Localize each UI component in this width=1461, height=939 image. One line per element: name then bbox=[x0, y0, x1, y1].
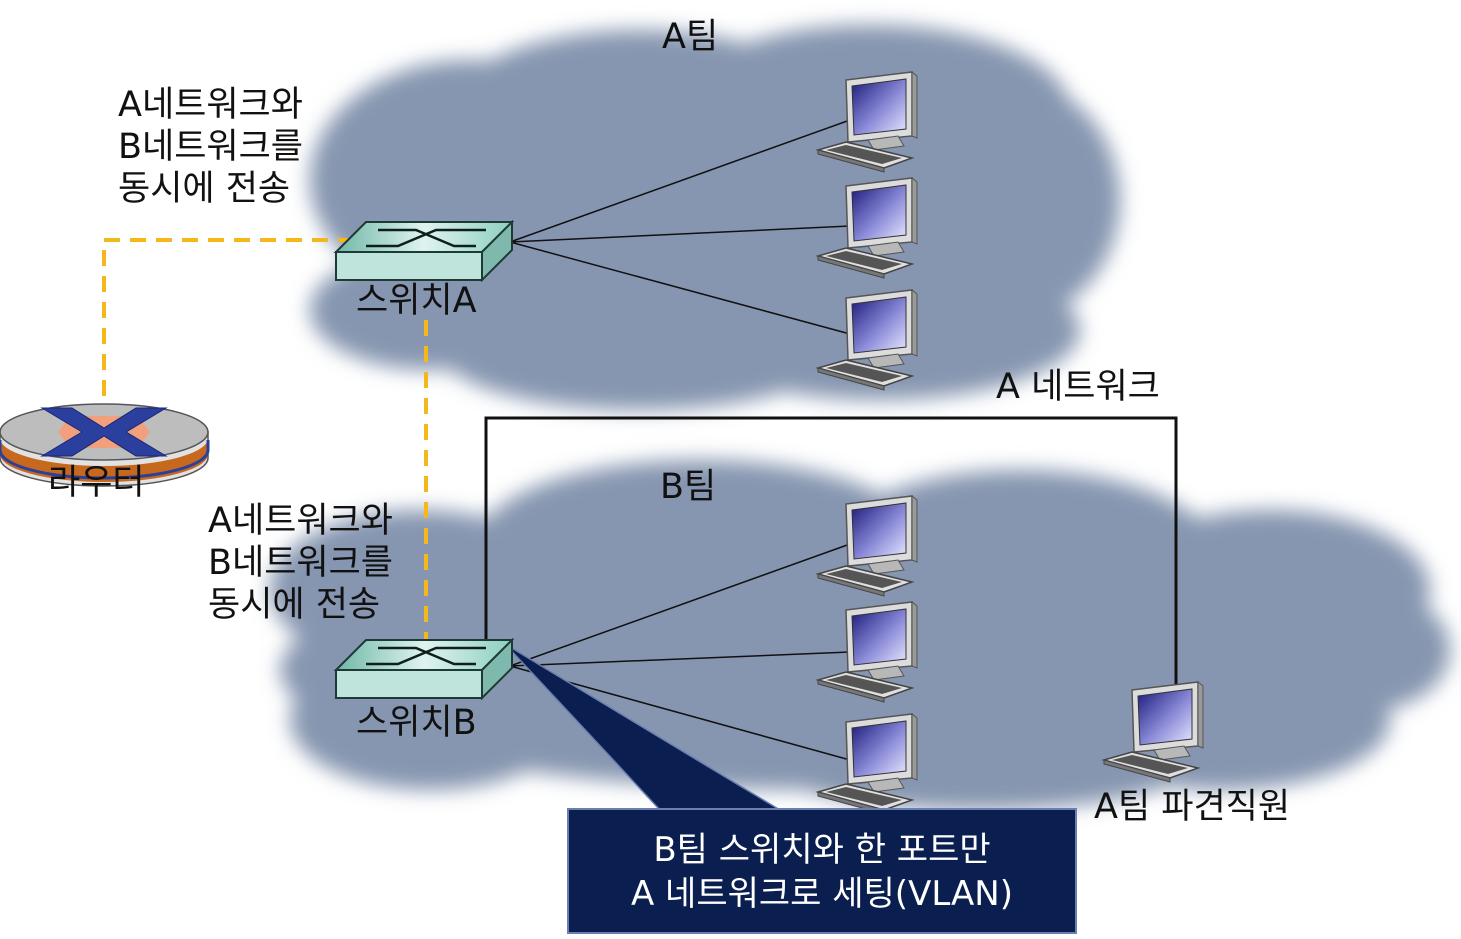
switch-a-label: 스위치A bbox=[356, 281, 477, 321]
trunk-link-router-switch-a bbox=[102, 238, 360, 396]
a-network-label: A 네트워크 bbox=[996, 367, 1160, 407]
router-icon bbox=[0, 403, 210, 487]
callout-line-1: B팀 스위치와 한 포트만 bbox=[653, 830, 991, 870]
team-b-title: B팀 bbox=[660, 467, 717, 507]
vlan-callout: B팀 스위치와 한 포트만 A 네트워크로 세팅(VLAN) bbox=[567, 808, 1077, 934]
team-a-title: A팀 bbox=[662, 17, 719, 57]
cloud-team-a bbox=[310, 25, 1120, 410]
switch-b-icon bbox=[334, 638, 514, 700]
a-network-link bbox=[484, 416, 1178, 686]
switch-b-label: 스위치B bbox=[356, 703, 477, 743]
team-a-note: A네트워크와 B네트워크를 동시에 전송 bbox=[118, 85, 304, 209]
switch-a-icon bbox=[334, 220, 514, 282]
router-label: 라우터 bbox=[48, 463, 145, 503]
dispatched-employee-label: A팀 파견직원 bbox=[1094, 787, 1291, 827]
team-b-note: A네트워크와 B네트워크를 동시에 전송 bbox=[208, 501, 394, 625]
callout-line-2: A 네트워크로 세팅(VLAN) bbox=[630, 874, 1014, 914]
switch-a-links bbox=[509, 119, 851, 335]
